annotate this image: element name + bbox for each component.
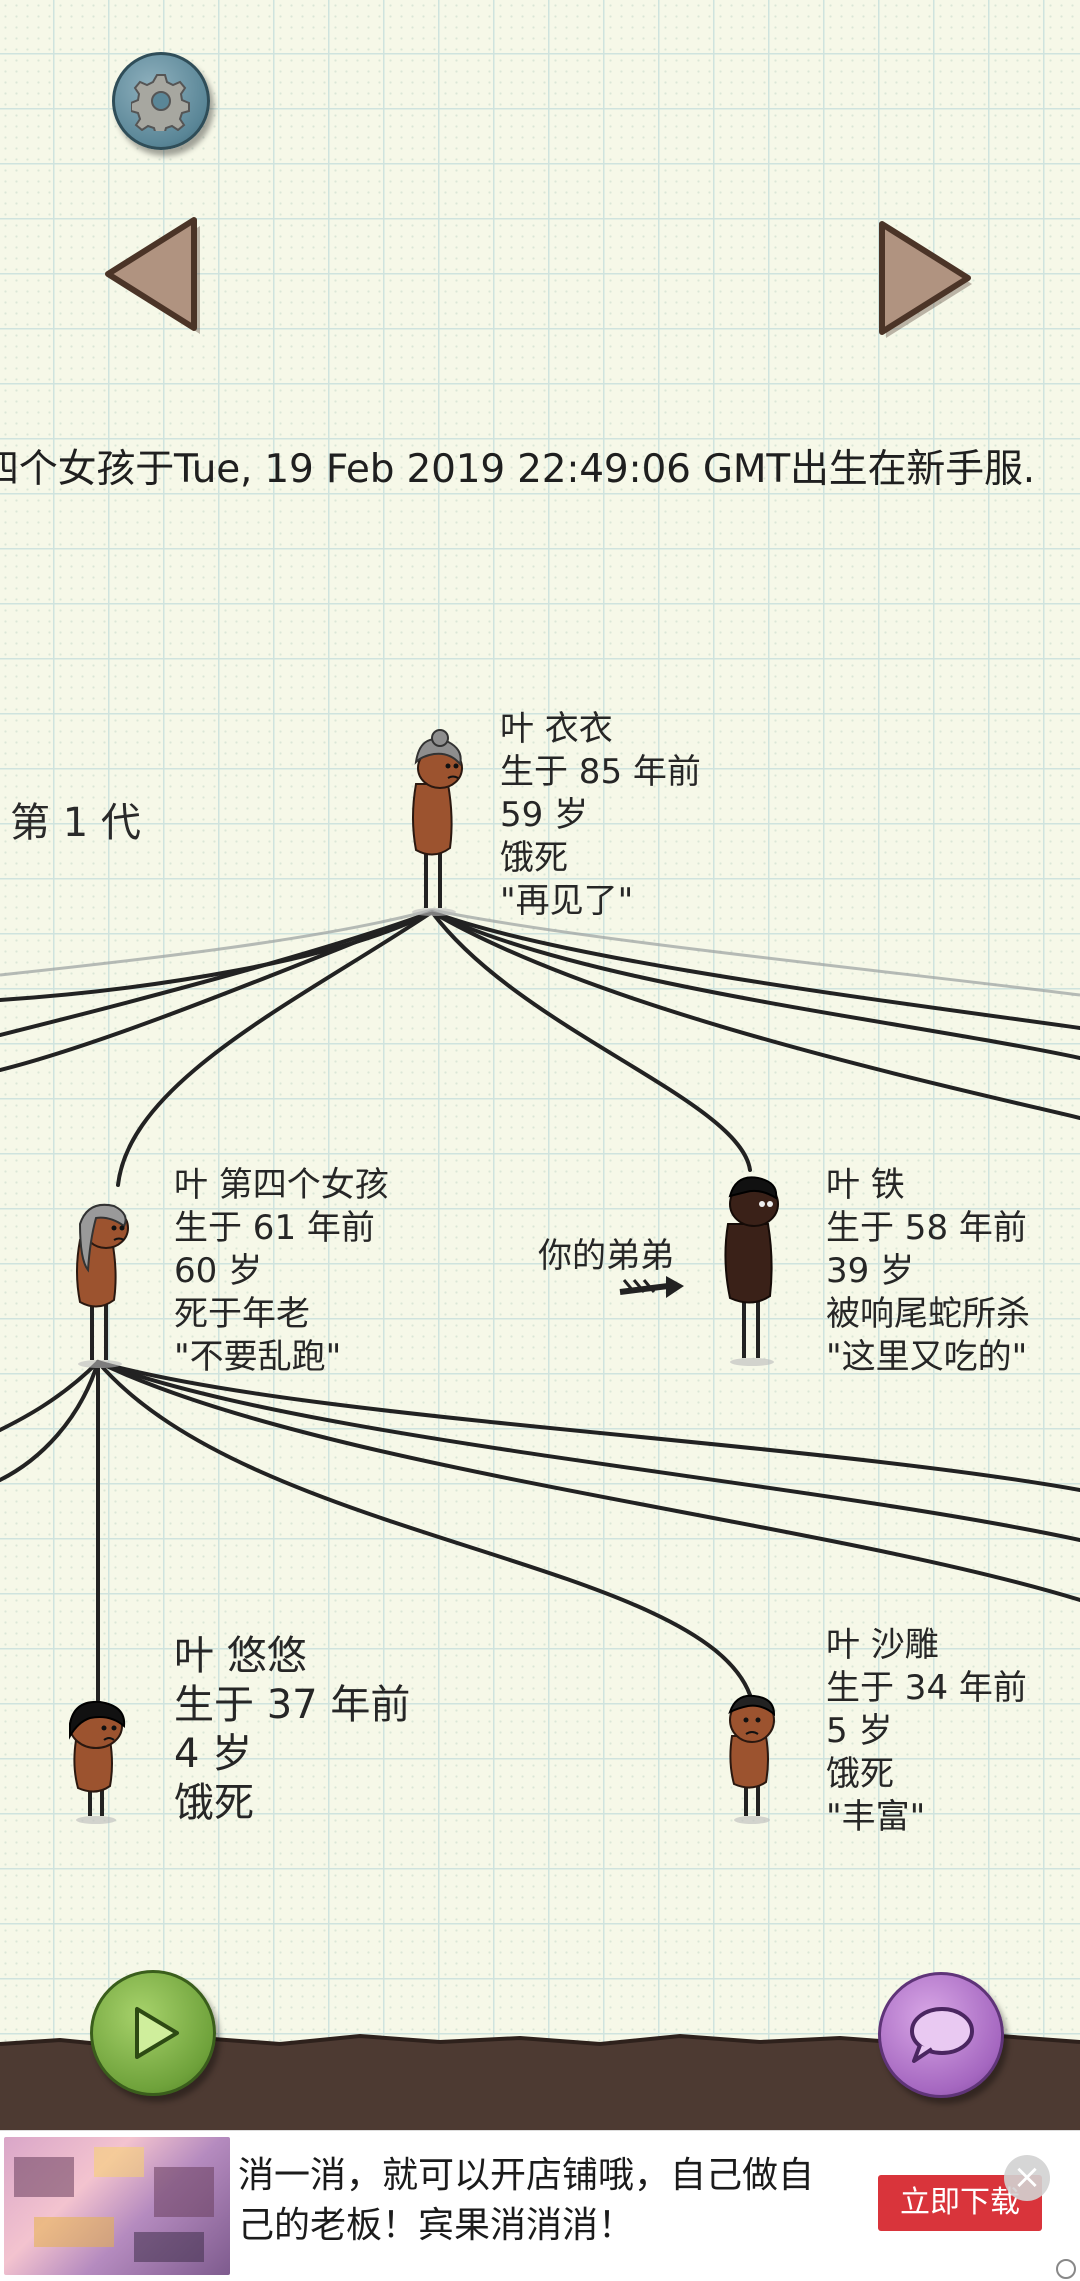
play-icon [135, 2007, 179, 2059]
birth-record-text: 四个女孩于Tue, 19 Feb 2019 22:49:06 GMT出生在新手服… [0, 447, 1035, 492]
person-child-youyou[interactable] [60, 1696, 140, 1826]
left-arrow-icon [105, 217, 200, 334]
person-name: 叶 悠悠 [174, 1633, 307, 1679]
right-arrow-icon [879, 221, 972, 338]
person-grandmother[interactable] [400, 728, 480, 918]
person-death: 被响尾蛇所杀 [826, 1294, 1030, 1334]
person-last-words: "再见了" [500, 881, 634, 921]
elder-woman-avatar [412, 729, 463, 916]
person-name: 叶 铁 [826, 1165, 905, 1205]
person-last-words: "不要乱跑" [174, 1337, 342, 1377]
elder-woman-avatar [76, 1203, 129, 1368]
ad-banner[interactable]: 消一消，就可以开店铺哦，自己做自己的老板！宾果消消消！ 立即下载 × [0, 2130, 1080, 2281]
person-born: 生于 61 年前 [174, 1208, 375, 1248]
person-death: 饿死 [174, 1780, 254, 1826]
person-born: 生于 34 年前 [826, 1668, 1027, 1708]
ad-image[interactable] [4, 2137, 230, 2275]
generation-label: 第 1 代 [10, 800, 141, 846]
person-age: 39 岁 [826, 1251, 915, 1291]
speech-bubble-icon [910, 2007, 974, 2063]
person-age: 60 岁 [174, 1251, 263, 1291]
person-mother[interactable] [66, 1200, 146, 1370]
child-avatar [69, 1700, 126, 1824]
person-death: 饿死 [500, 838, 568, 878]
gear-icon [131, 74, 190, 131]
child-avatar [728, 1694, 776, 1824]
mother-info: 叶 第四个女孩 生于 61 年前 60 岁 死于年老 "不要乱跑" [174, 1164, 389, 1379]
person-child-shadiao[interactable] [718, 1690, 788, 1826]
ad-info-icon[interactable] [1056, 2259, 1076, 2279]
chat-button[interactable] [878, 1972, 1004, 2098]
shadiao-info: 叶 沙雕 生于 34 年前 5 岁 饿死 "丰富" [826, 1624, 1027, 1839]
grandmother-info: 叶 衣衣 生于 85 年前 59 岁 饿死 "再见了" [500, 708, 701, 923]
person-name: 叶 第四个女孩 [174, 1165, 389, 1205]
brother-info: 叶 铁 生于 58 年前 39 岁 被响尾蛇所杀 "这里又吃的" [826, 1164, 1030, 1379]
relation-label: 你的弟弟 [538, 1236, 674, 1276]
person-born: 生于 37 年前 [174, 1682, 411, 1728]
person-age: 4 岁 [174, 1731, 253, 1777]
settings-button[interactable] [112, 52, 210, 150]
person-born: 生于 58 年前 [826, 1208, 1027, 1248]
next-button[interactable] [874, 220, 974, 340]
pointer-arrow-icon [619, 1276, 684, 1298]
person-brother[interactable] [712, 1168, 792, 1368]
person-age: 5 岁 [826, 1711, 893, 1751]
previous-button[interactable] [104, 216, 204, 336]
person-last-words: "这里又吃的" [826, 1337, 1028, 1377]
person-death: 死于年老 [174, 1294, 310, 1334]
close-icon[interactable]: × [1004, 2155, 1050, 2201]
person-death: 饿死 [826, 1754, 894, 1794]
ad-text[interactable]: 消一消，就可以开店铺哦，自己做自己的老板！宾果消消消！ [238, 2155, 815, 2246]
person-age: 59 岁 [500, 795, 589, 835]
person-name: 叶 沙雕 [826, 1625, 939, 1665]
person-born: 生于 85 年前 [500, 752, 701, 792]
youyou-info: 叶 悠悠 生于 37 年前 4 岁 饿死 [174, 1632, 410, 1828]
person-name: 叶 衣衣 [500, 709, 613, 749]
man-avatar [724, 1176, 779, 1366]
play-button[interactable] [90, 1970, 216, 2096]
person-last-words: "丰富" [826, 1797, 926, 1837]
